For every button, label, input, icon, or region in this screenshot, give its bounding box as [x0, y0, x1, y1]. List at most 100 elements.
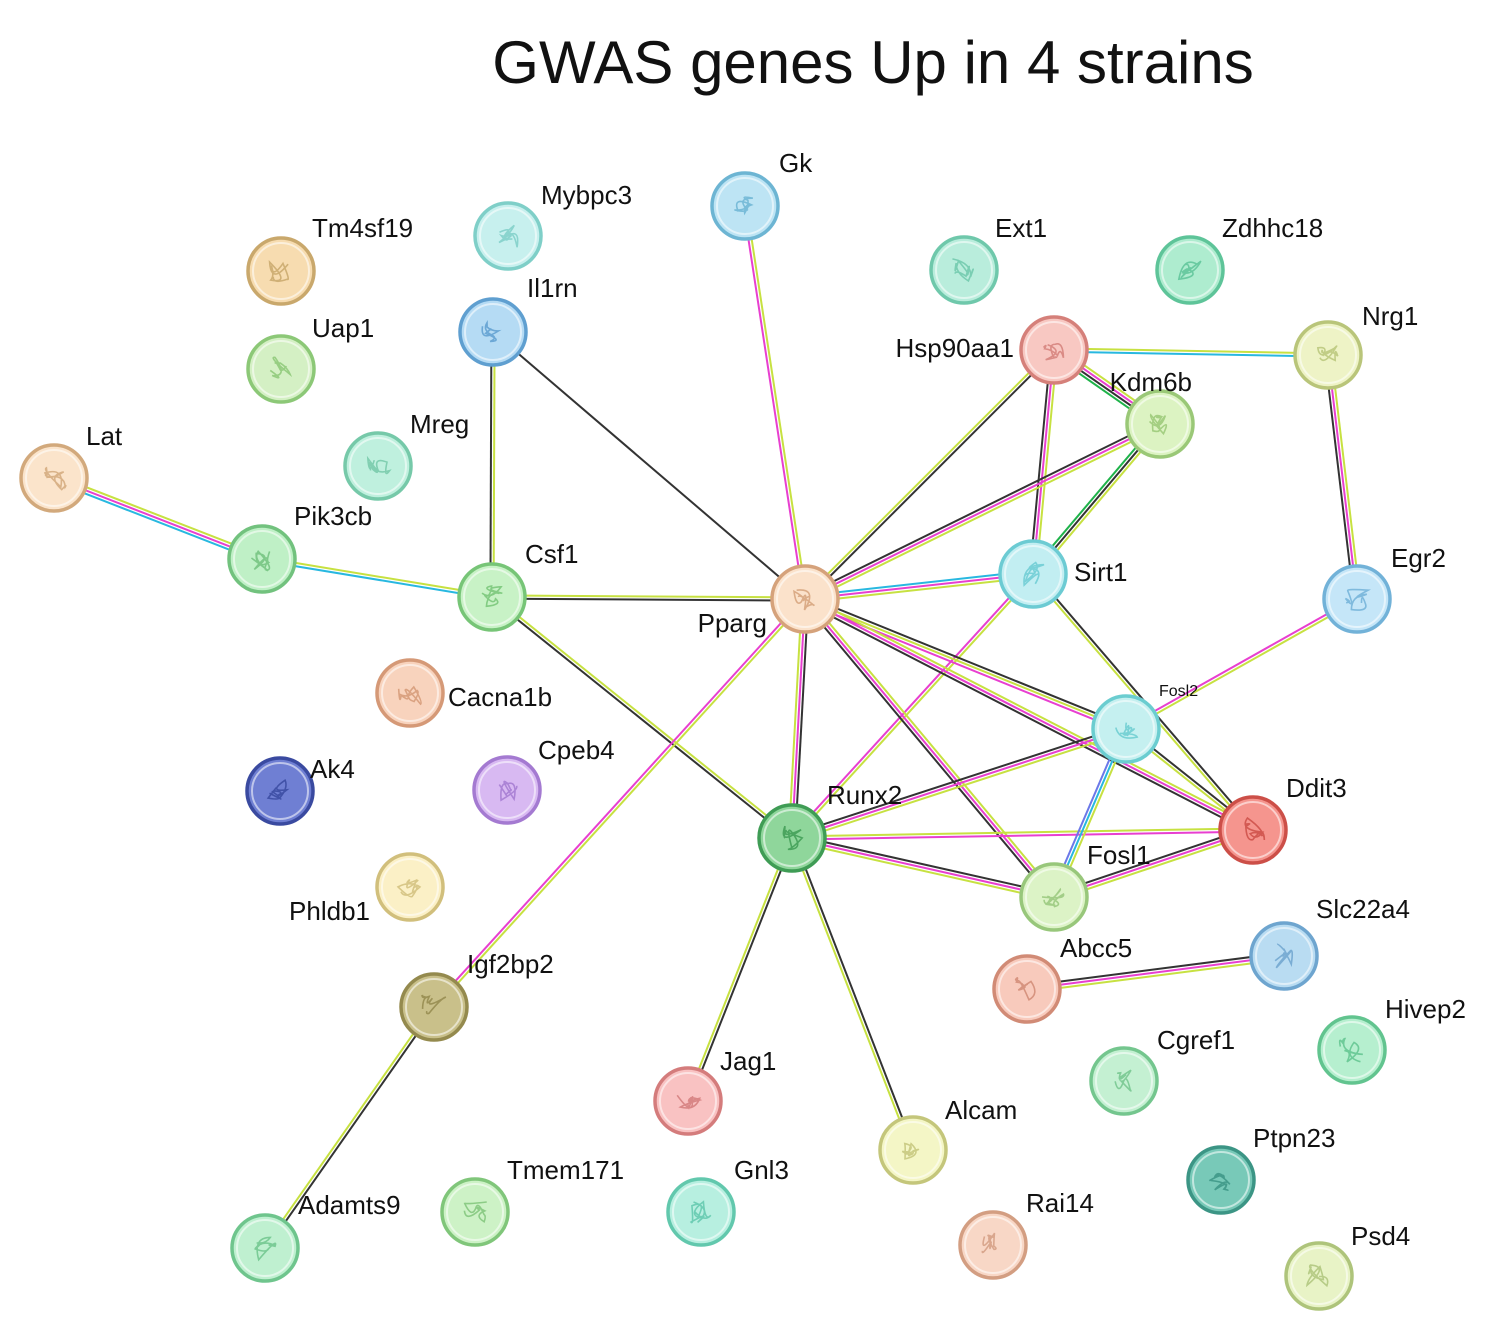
node-label: Sirt1: [1074, 557, 1127, 587]
edge-evidence-experiments: [53, 477, 263, 560]
node-mreg[interactable]: Mreg: [343, 409, 469, 501]
node-ext1[interactable]: Ext1: [929, 213, 1047, 305]
node-lat[interactable]: Lat: [19, 421, 123, 513]
node-label: Alcam: [945, 1095, 1017, 1125]
node-ak4[interactable]: Ak4: [245, 754, 355, 826]
edge-sirt1-pparg[interactable]: [804, 569, 1034, 604]
node-cpeb4[interactable]: Cpeb4: [472, 735, 615, 825]
node-cacna1b[interactable]: Cacna1b: [375, 658, 552, 728]
edge-lat-pik3cb[interactable]: [52, 474, 264, 563]
edge-egr2-fosl2[interactable]: [1124, 596, 1359, 732]
edge-csf1-pparg[interactable]: [491, 594, 806, 602]
node-circle: [757, 803, 827, 873]
edge-evidence-textmining: [492, 332, 496, 598]
node-gnl3[interactable]: Gnl3: [666, 1155, 789, 1247]
node-rai14[interactable]: Rai14: [958, 1188, 1094, 1280]
edge-il1rn-pparg[interactable]: [492, 331, 806, 600]
node-hsp90aa1[interactable]: Hsp90aa1: [895, 315, 1089, 385]
edge-pparg-igf2bp2[interactable]: [432, 597, 807, 1009]
edge-hsp90aa1-pparg[interactable]: [803, 348, 1056, 601]
node-hivep2[interactable]: Hivep2: [1317, 994, 1466, 1085]
node-abcc5[interactable]: Abcc5: [992, 933, 1132, 1024]
node-fosl2[interactable]: Fosl2: [1091, 683, 1198, 764]
edge-evidence-textmining: [806, 595, 1255, 829]
edge-evidence-database: [1053, 350, 1328, 358]
edge-pparg-runx2[interactable]: [787, 598, 810, 839]
node-ptpn23[interactable]: Ptpn23: [1186, 1123, 1335, 1215]
node-label: Hsp90aa1: [895, 333, 1014, 363]
node-gk[interactable]: Gk: [710, 148, 813, 241]
edge-runx2-fosl1[interactable]: [791, 833, 1055, 902]
node-csf1[interactable]: Csf1: [457, 539, 578, 632]
edge-runx2-jag1[interactable]: [685, 837, 795, 1102]
edge-fosl1-ddit3[interactable]: [1052, 826, 1255, 901]
edge-pparg-fosl1[interactable]: [801, 596, 1058, 900]
node-slc22a4[interactable]: Slc22a4: [1249, 894, 1410, 991]
node-fosl1[interactable]: Fosl1: [1019, 840, 1151, 932]
edge-nrg1-egr2[interactable]: [1323, 354, 1362, 600]
edge-abcc5-slc22a4[interactable]: [1026, 951, 1285, 994]
node-highlight-ring: [464, 303, 522, 361]
node-cgref1[interactable]: Cgref1: [1089, 1025, 1235, 1116]
edge-igf2bp2-adamts9[interactable]: [262, 1005, 437, 1250]
node-label: Kdm6b: [1110, 367, 1192, 397]
node-highlight-ring: [672, 1183, 730, 1241]
node-jag1[interactable]: Jag1: [653, 1046, 776, 1136]
node-tm4sf19[interactable]: Tm4sf19: [246, 213, 413, 306]
node-adamts9[interactable]: Adamts9: [230, 1190, 401, 1283]
node-alcam[interactable]: Alcam: [878, 1095, 1017, 1185]
node-runx2[interactable]: Runx2: [757, 780, 902, 873]
node-highlight-ring: [1004, 545, 1062, 603]
node-tmem171[interactable]: Tmem171: [440, 1155, 624, 1247]
node-igf2bp2[interactable]: Igf2bp2: [399, 949, 554, 1042]
node-pparg[interactable]: Pparg: [698, 564, 840, 638]
edge-sirt1-runx2[interactable]: [790, 572, 1035, 840]
edge-evidence-textmining: [1330, 354, 1362, 599]
edge-csf1-runx2[interactable]: [490, 594, 794, 841]
edge-evidence-textmining: [787, 598, 803, 838]
edge-gk-pparg[interactable]: [742, 205, 808, 600]
protein-structure-icon: [481, 320, 502, 343]
node-sirt1[interactable]: Sirt1: [998, 539, 1127, 609]
edge-evidence-experiments: [1053, 829, 1254, 898]
protein-structure-icon: [1041, 887, 1065, 908]
node-mybpc3[interactable]: Mybpc3: [473, 180, 632, 271]
node-highlight-ring: [1328, 570, 1386, 628]
diagram-title: GWAS genes Up in 4 strains: [492, 29, 1254, 96]
edge-evidence-experiments: [791, 837, 1055, 898]
edge-runx2-alcam[interactable]: [789, 837, 916, 1151]
edge-pparg-ddit3[interactable]: [803, 595, 1255, 834]
node-uap1[interactable]: Uap1: [246, 313, 374, 404]
protein-structure-icon: [782, 825, 804, 851]
node-zdhhc18[interactable]: Zdhhc18: [1155, 213, 1323, 305]
edge-evidence-textmining: [791, 840, 1054, 902]
node-phldb1[interactable]: Phldb1: [289, 852, 445, 926]
edge-evidence-coexpression: [688, 838, 795, 1102]
edge-il1rn-csf1[interactable]: [489, 331, 496, 598]
edge-runx2-fosl2[interactable]: [790, 725, 1128, 842]
node-highlight-ring: [1192, 1151, 1250, 1209]
node-ddit3[interactable]: Ddit3: [1218, 773, 1347, 865]
edge-hsp90aa1-sirt1[interactable]: [1028, 349, 1059, 575]
edge-evidence-textmining: [803, 348, 1054, 599]
protein-structure-icon: [1115, 722, 1139, 739]
protein-structure-icon: [793, 589, 815, 611]
node-kdm6b[interactable]: Kdm6b: [1110, 367, 1195, 459]
protein-structure-icon: [1148, 413, 1168, 436]
protein-structure-icon: [1244, 816, 1266, 841]
edge-hsp90aa1-nrg1[interactable]: [1053, 347, 1329, 358]
node-psd4[interactable]: Psd4: [1284, 1221, 1410, 1311]
node-egr2[interactable]: Egr2: [1322, 543, 1446, 634]
node-label: Phldb1: [289, 896, 370, 926]
node-pik3cb[interactable]: Pik3cb: [227, 501, 372, 594]
node-label: Fosl1: [1087, 840, 1151, 870]
node-il1rn[interactable]: Il1rn: [458, 273, 578, 367]
edge-pparg-fosl2[interactable]: [803, 595, 1128, 733]
edge-kdm6b-pparg[interactable]: [803, 420, 1162, 603]
edge-runx2-ddit3[interactable]: [791, 827, 1254, 841]
node-circle: [457, 562, 527, 632]
node-nrg1[interactable]: Nrg1: [1293, 301, 1418, 390]
node-label: Mreg: [410, 409, 469, 439]
edge-evidence-experiments: [803, 601, 1126, 733]
edge-pik3cb-csf1[interactable]: [261, 556, 493, 600]
